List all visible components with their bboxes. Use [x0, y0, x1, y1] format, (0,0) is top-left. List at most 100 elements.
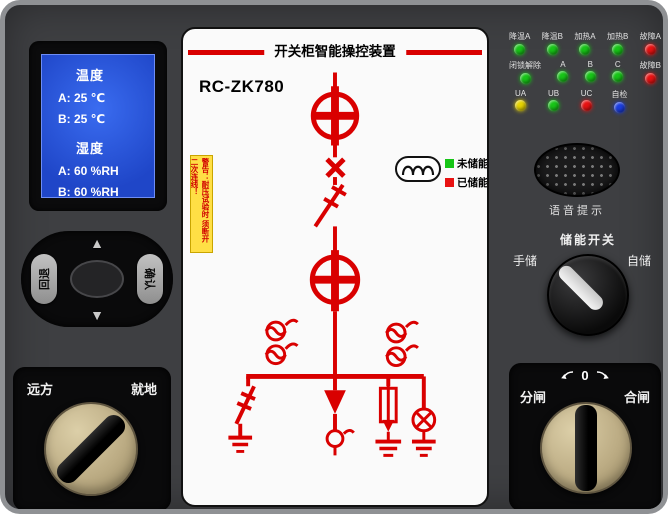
zero-label: 0: [581, 368, 589, 383]
indicator-cell: 加热A: [574, 31, 596, 55]
breaker-upper-symbol: [310, 86, 360, 146]
speaker-label: 语音提示: [549, 205, 605, 217]
lcd-temperature-title: 温度: [76, 68, 105, 83]
warning-label: 警告：耐压试验时 须断开二次连线！: [190, 155, 213, 253]
indicator-cell: UB: [542, 89, 565, 113]
indicator-cell: A: [557, 60, 569, 84]
indicator-label: 降温B: [541, 32, 563, 41]
indicator-led: [548, 100, 559, 111]
indicator-led: [557, 71, 569, 82]
indicator-cell: 故障B: [640, 60, 661, 84]
open-close-knob-handle: [575, 405, 597, 491]
nav-back-label: 回退: [39, 268, 51, 290]
indicator-led: [515, 100, 526, 111]
indicator-label: 故障A: [639, 32, 661, 41]
lcd-humidity-b: B: 60 %RH: [58, 185, 119, 199]
indicator-cell: 降温B: [542, 31, 563, 55]
indicator-cell: 降温A: [509, 31, 530, 55]
indicator-cell: B: [584, 60, 596, 84]
spring-symbol-badge: [395, 156, 441, 182]
open-close-panel: 0 分闸 合闸: [509, 363, 661, 509]
legend-swatch-red: [445, 178, 454, 187]
indicator-cell: C: [612, 60, 624, 84]
open-close-knob[interactable]: [540, 402, 632, 494]
nav-confirm-button[interactable]: 确认: [137, 254, 163, 304]
charge-legend: 未储能 已储能: [445, 156, 489, 194]
ct-right-symbol: [385, 320, 419, 368]
indicator-cell: UA: [509, 89, 532, 113]
indicator-led: [514, 44, 526, 55]
navpad: ▲ 回退 确认 ▼: [21, 231, 173, 327]
indicator-cell: 自检: [608, 89, 631, 113]
model-label: RC-ZK780: [199, 77, 285, 96]
disconnect-upper-symbol: [313, 183, 347, 228]
mimic-panel: 开关柜智能操控装置 RC-ZK780 警告：耐压试验时 须断开二次连线！ 未储能…: [181, 27, 489, 507]
one-line-diagram: [228, 72, 437, 457]
warning-text-1: 警告：耐压试验时: [201, 158, 210, 218]
indicator-label: 降温A: [509, 32, 531, 41]
lamp-branch-symbol: [411, 376, 437, 457]
charge-manual-label: 手储: [513, 254, 538, 268]
indicator-led: [614, 102, 625, 113]
lcd-humidity-a: A: 60 %RH: [58, 164, 119, 178]
charge-switch-knob[interactable]: [547, 254, 629, 336]
remote-local-panel: 远方 就地: [13, 367, 171, 509]
lcd-humidity-title: 湿度: [76, 141, 105, 156]
indicator-cell: 故障A: [640, 31, 661, 55]
legend-swatch-green: [445, 159, 454, 168]
remote-local-knob[interactable]: [44, 402, 138, 496]
indicator-led: [546, 44, 558, 55]
indicator-row-3: UA UB UC 自检: [509, 89, 661, 113]
lcd-temperature-b: B: 25 ℃: [58, 112, 106, 126]
indicator-label: 故障B: [639, 61, 661, 70]
nav-back-button[interactable]: 回退: [31, 254, 57, 304]
indicator-row-2: 闭锁解除 A B C 故障B: [509, 60, 661, 84]
indicator-led: [584, 71, 596, 82]
charge-switch-knob-handle: [555, 262, 607, 314]
panel-title: 开关柜智能操控装置: [264, 40, 406, 60]
nav-down-button[interactable]: ▼: [90, 307, 104, 323]
close-label: 合闸: [623, 390, 650, 405]
nav-confirm-label: 确认: [143, 268, 155, 290]
indicator-led: [612, 71, 624, 82]
open-label: 分闸: [520, 390, 547, 405]
indicator-led: [581, 100, 592, 111]
indicator-grid: 降温A 降温B 加热A 加热B 故障A 闭锁解除: [509, 31, 661, 118]
indicator-label: 闭锁解除: [509, 61, 541, 70]
indicator-cell: 加热B: [607, 31, 628, 55]
earth-switch-left-symbol: [228, 376, 256, 453]
indicator-label: B: [587, 60, 593, 69]
legend-not-charged: 未储能: [445, 156, 487, 171]
speaker-grille: [534, 143, 620, 197]
indicator-cell: 闭锁解除: [509, 60, 541, 84]
indicator-led: [644, 73, 656, 84]
indicator-row-1: 降温A 降温B 加热A 加热B 故障A: [509, 31, 661, 55]
remote-label: 远方: [27, 382, 54, 397]
nav-center-pad[interactable]: [70, 260, 124, 298]
legend-label-charged: 已储能: [457, 177, 489, 189]
charge-switch-title: 储能开关: [559, 233, 616, 247]
local-label: 就地: [130, 382, 157, 397]
indicator-label: A: [560, 60, 566, 69]
ct-left-symbol: [264, 318, 299, 366]
indicator-label: UA: [514, 89, 527, 98]
return-arrow-left-icon: [561, 370, 574, 379]
coil-icon: [401, 165, 435, 176]
indicator-led: [644, 44, 656, 55]
indicator-cell: UC: [575, 89, 598, 113]
indicator-label: UB: [547, 89, 560, 98]
indicator-label: C: [614, 60, 621, 69]
breaker-lower-symbol: [309, 250, 361, 312]
charge-auto-label: 自储: [627, 254, 652, 268]
fuse-branch-symbol: [375, 376, 402, 457]
indicator-label: 加热B: [606, 32, 629, 41]
nav-up-button[interactable]: ▲: [90, 235, 104, 251]
lcd-temperature-a: A: 25 ℃: [58, 91, 106, 105]
legend-charged: 已储能: [445, 175, 489, 190]
indicator-led: [579, 44, 591, 55]
remote-local-knob-handle: [52, 410, 130, 488]
return-arrow-right-icon: [596, 370, 609, 379]
indicator-led: [612, 44, 624, 55]
contact-x-symbol: [325, 157, 346, 178]
